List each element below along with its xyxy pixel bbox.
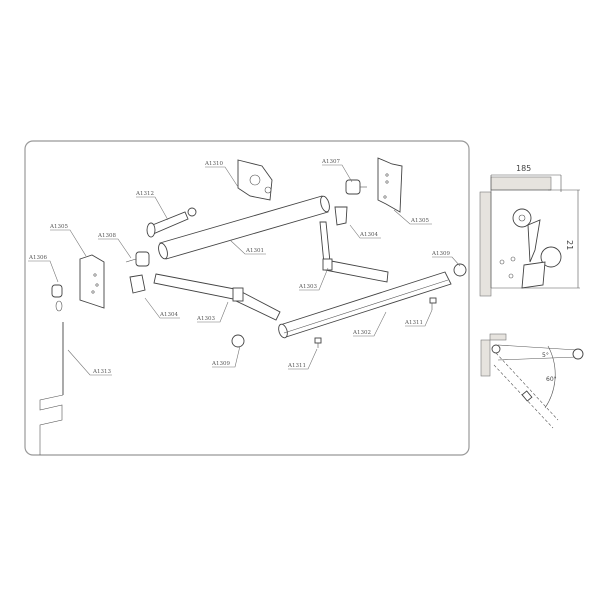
height-dimension: 21 [565,240,574,250]
crank-handle-part [39,284,64,455]
label-a1301: A1301 [245,248,264,254]
label-a1305-left: A1305 [49,224,68,230]
label-a1304-right: A1304 [359,232,378,238]
label-a1311-bottom: A1311 [287,363,306,369]
drive-plug-part [345,179,367,195]
label-a1306: A1306 [28,255,47,261]
label-a1313: A1313 [92,369,111,375]
label-a1304-left: A1304 [159,312,178,318]
wall-bracket-left-part [79,254,105,309]
angle-large-label: 60° [546,376,557,383]
roller-tube-part [158,195,330,260]
top-bracket-part [237,159,273,201]
label-a1303-mid: A1303 [298,284,317,290]
leader-lines [28,164,461,376]
clamp-right-part [334,206,348,226]
label-a1311-right: A1311 [404,320,423,326]
arm-left-part [153,273,281,321]
end-cap-bottom-part [231,334,245,348]
label-a1302: A1302 [352,330,371,336]
label-a1312: A1312 [135,191,154,197]
angle-small-label: 5° [542,352,549,359]
label-a1305-right: A1305 [410,218,429,224]
side-view-detail: 185 21 [479,164,580,297]
arm-right-part [319,221,389,283]
label-a1308: A1308 [97,233,116,239]
wall-bracket-right-part [377,157,403,213]
label-a1307: A1307 [321,159,340,165]
label-a1309-bottom: A1309 [211,361,230,367]
clamp-left-part [129,274,146,294]
label-a1303-left: A1303 [196,316,215,322]
motor-shaft-part [146,207,197,238]
width-dimension: 185 [516,164,531,173]
angle-view-detail: 5° 60° [480,333,584,429]
end-plug-part [125,251,150,267]
label-a1310: A1310 [204,161,223,167]
label-a1309-right: A1309 [431,251,450,257]
screw-part [314,297,437,348]
front-bar-part [278,271,452,339]
end-cap-right-part [453,263,467,277]
